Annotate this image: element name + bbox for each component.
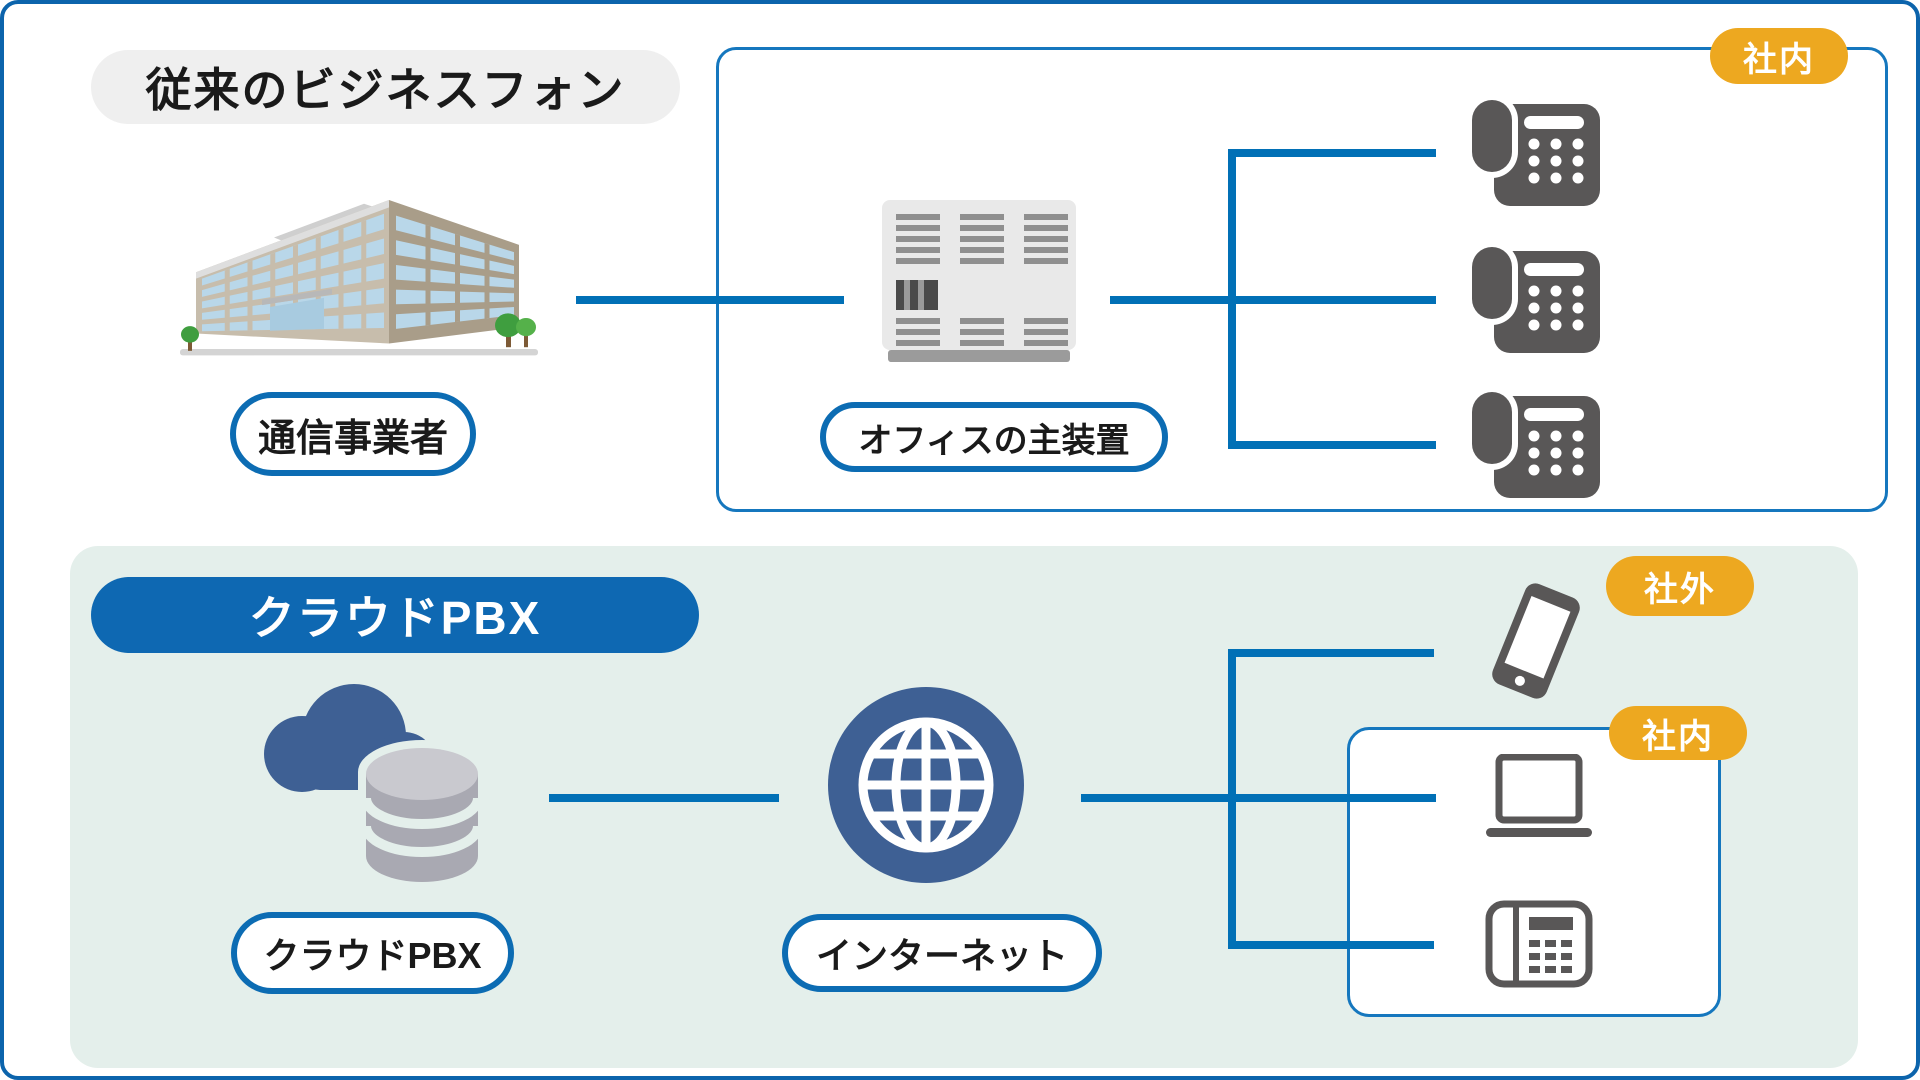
internal-badge-bottom: 社内: [1609, 706, 1747, 760]
external-badge: 社外: [1606, 556, 1754, 616]
internal-badge-top-label: 社内: [1743, 40, 1815, 79]
traditional-title-pill: 従来のビジネスフォン: [91, 50, 680, 124]
carrier-label-pill: 通信事業者: [230, 392, 476, 476]
line-branch-deskphone: [1228, 941, 1434, 949]
cloud-pbx-label-pill: クラウドPBX: [231, 912, 514, 994]
office-pbx-label-pill: オフィスの主装置: [820, 402, 1168, 472]
smartphone-icon: [1492, 583, 1580, 699]
external-badge-label: 社外: [1644, 570, 1716, 609]
cloud-title-pill: クラウドPBX: [91, 577, 699, 653]
desk-phone-icon: [1468, 247, 1600, 353]
line-branch-phone-1: [1228, 149, 1436, 157]
desk-phone-icon: [1468, 100, 1600, 206]
line-cloud-to-internet: [549, 794, 779, 802]
internet-label: インターネット: [815, 935, 1068, 976]
office-building-icon: [180, 200, 538, 356]
carrier-label: 通信事業者: [257, 417, 448, 460]
line-internet-to-laptop: [1081, 794, 1436, 802]
cloud-title: クラウドPBX: [248, 592, 542, 644]
internal-badge-top: 社内: [1710, 28, 1848, 84]
cloud-database-icon: [264, 684, 486, 890]
line-branch-smartphone: [1228, 649, 1434, 657]
pbx-unit-icon: [882, 200, 1076, 362]
internet-label-pill: インターネット: [782, 914, 1102, 992]
office-pbx-label: オフィスの主装置: [858, 421, 1130, 460]
desk-phone-icon: [1468, 392, 1600, 498]
line-trunk-bottom-section: [1228, 649, 1236, 949]
globe-icon: [828, 687, 1024, 883]
line-carrier-to-pbx: [576, 296, 844, 304]
line-branch-phone-3: [1228, 441, 1436, 449]
laptop-icon: [1486, 754, 1592, 837]
line-trunk-top-section: [1228, 149, 1236, 449]
cloud-pbx-label: クラウドPBX: [263, 935, 482, 976]
internal-badge-bottom-label: 社内: [1642, 717, 1714, 756]
line-pbx-to-phone-middle: [1110, 296, 1436, 304]
traditional-title: 従来のビジネスフォン: [145, 64, 626, 116]
desk-phone-outline-icon: [1485, 900, 1593, 988]
